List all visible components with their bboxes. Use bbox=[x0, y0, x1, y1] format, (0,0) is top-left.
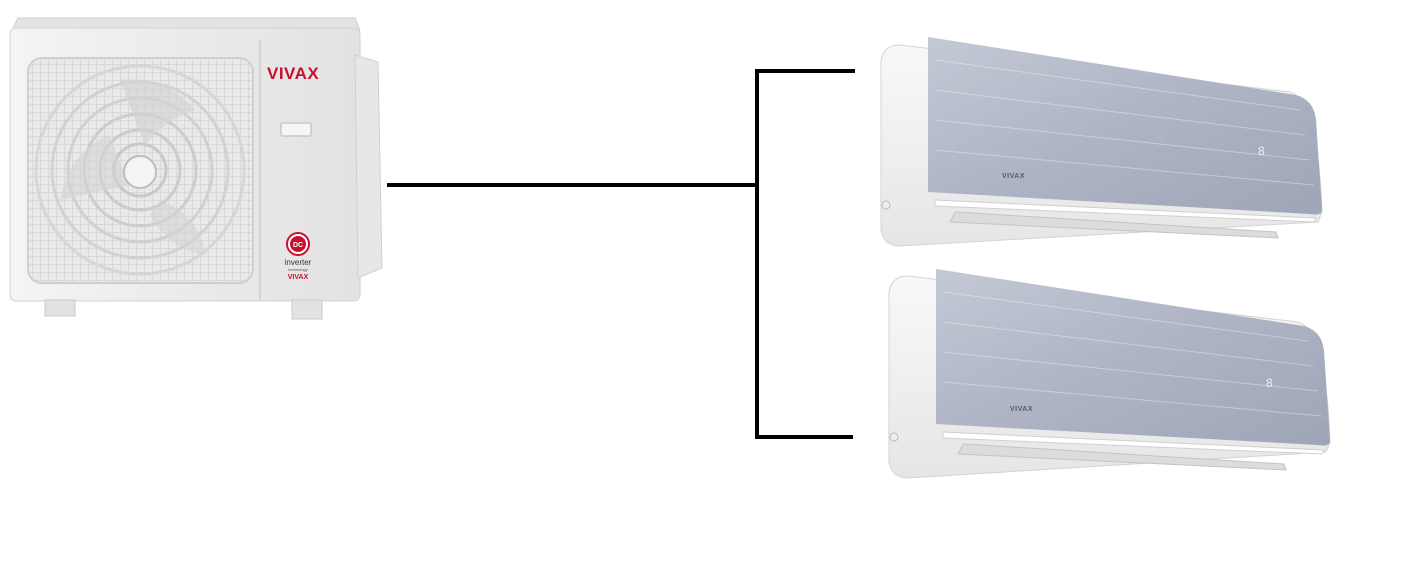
indoor-louver bbox=[957, 443, 1287, 471]
outdoor-brand-logo: VIVAX bbox=[267, 64, 319, 83]
indoor-unit-1: VIVAX 8 bbox=[880, 37, 1323, 247]
indoor-front-panel bbox=[928, 37, 1322, 215]
badge-technology-label: technology bbox=[288, 267, 307, 272]
fan-hub-icon bbox=[123, 155, 157, 189]
indoor-louver bbox=[949, 211, 1279, 239]
outdoor-foot-left bbox=[44, 299, 76, 317]
badge-dc-label: DC bbox=[293, 242, 303, 249]
dc-inverter-badge: DC inverter technology VIVAX bbox=[285, 232, 312, 281]
badge-inverter-label: inverter bbox=[285, 258, 312, 267]
side-knob-icon bbox=[889, 432, 899, 442]
indoor-display: 8 bbox=[1258, 144, 1265, 158]
badge-brand-label: VIVAX bbox=[288, 274, 309, 281]
indoor-unit-2: VIVAX 8 bbox=[888, 269, 1331, 479]
indoor-display: 8 bbox=[1266, 376, 1273, 390]
outdoor-unit: VIVAX DC inverter technology VIVAX bbox=[9, 17, 383, 320]
indoor-brand-logo: VIVAX bbox=[1002, 173, 1025, 180]
outdoor-handle bbox=[280, 122, 312, 137]
outdoor-side-cover bbox=[354, 54, 383, 279]
indoor-front-panel bbox=[936, 269, 1330, 446]
outdoor-top-lid bbox=[11, 17, 361, 31]
refrigerant-lines bbox=[387, 69, 855, 439]
side-knob-icon bbox=[881, 200, 891, 210]
fan-grille bbox=[27, 57, 254, 284]
outdoor-foot-right bbox=[291, 299, 323, 320]
indoor-brand-logo: VIVAX bbox=[1010, 406, 1033, 413]
